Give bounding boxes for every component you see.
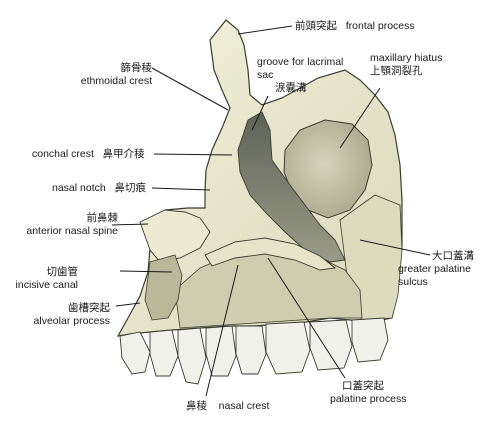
label-anterior-nasal-spine-en: anterior nasal spine [26,225,118,237]
leader-frontal-process [237,25,293,35]
leader-greater-palatine-sulcus [359,239,431,256]
label-anterior-nasal-spine: 前鼻棘 anterior nasal spine [14,212,118,238]
tooth-canine [177,327,207,385]
label-greater-palatine-sulcus-zh: 大口蓋溝 [432,250,474,262]
tooth-incisor-1 [119,331,151,375]
label-nasal-notch: nasal notch 鼻切痕 [52,182,146,195]
label-frontal-process: 前頭突起 frontal process [295,20,415,33]
label-nasal-notch-en: nasal notch [52,182,106,194]
label-incisive-canal-zh: 切歯管 [46,266,79,278]
leader-nasal-notch [151,187,211,191]
label-alveolar-process-en: alveolar process [33,315,110,327]
label-nasal-notch-zh: 鼻切痕 [114,182,146,194]
leader-ethmoidal-crest [151,67,229,111]
label-frontal-process-zh: 前頭突起 [295,20,337,32]
tooth-molar-2 [309,319,353,371]
tooth-molar-1 [265,321,311,375]
label-greater-palatine-sulcus-en2: sulcus [398,276,428,288]
leader-groove-lacrimal [251,95,269,131]
label-palatine-process-en: palatine process [330,393,407,405]
label-groove-lacrimal-en2: sac [257,69,274,81]
leader-alveolar-process [115,302,141,307]
label-groove-lacrimal: groove for lacrimal sac 涙嚢溝 [257,56,343,95]
label-groove-lacrimal-en1: groove for lacrimal [257,56,344,68]
label-incisive-canal-en: incisive canal [15,279,78,291]
leader-nasal-crest [205,264,239,397]
lacrimal-groove-cavity [237,111,346,263]
label-alveolar-process: 歯槽突起 alveolar process [14,302,110,328]
tooth-incisor-2 [149,329,179,377]
label-conchal-crest: conchal crest 鼻甲介稜 [32,148,145,161]
tooth-molar-3 [351,317,389,363]
label-maxillary-hiatus: maxillary hiatus 上顎洞裂孔 [370,52,442,78]
label-maxillary-hiatus-zh: 上顎洞裂孔 [370,65,423,77]
label-greater-palatine-sulcus-en1: greater palatine [398,263,471,275]
label-alveolar-process-zh: 歯槽突起 [68,302,110,314]
leader-anterior-nasal-spine [111,223,149,226]
leader-conchal-crest [153,153,233,156]
label-groove-lacrimal-zh: 涙嚢溝 [275,82,307,94]
label-conchal-crest-en: conchal crest [32,148,94,160]
label-palatine-process: 口蓋突起 palatine process [330,380,406,406]
label-palatine-process-zh: 口蓋突起 [342,380,384,392]
label-conchal-crest-zh: 鼻甲介稜 [102,148,145,160]
palatine-ridge [204,237,337,271]
label-maxillary-hiatus-en: maxillary hiatus [370,52,443,64]
label-frontal-process-en: frontal process [345,20,415,32]
label-nasal-crest-en: nasal crest [218,400,270,412]
label-ethmoidal-crest-en: ethmoidal crest [80,75,152,87]
label-greater-palatine-sulcus: 大口蓋溝 greater palatine sulcus [398,250,474,289]
label-ethmoidal-crest: 篩骨稜 ethmoidal crest [80,62,152,88]
label-ethmoidal-crest-zh: 篩骨稜 [120,62,153,74]
label-nasal-crest-zh: 鼻稜 [186,400,207,412]
leader-maxillary-hiatus [339,87,381,149]
label-nasal-crest: 鼻稜 nasal crest [186,400,269,413]
leader-palatine-process [267,257,346,379]
leader-incisive-canal [119,270,173,273]
label-anterior-nasal-spine-zh: 前鼻棘 [86,212,119,224]
tooth-premolar-2 [235,325,267,375]
leader-lines [111,25,431,397]
label-incisive-canal: 切歯管 incisive canal [14,266,78,292]
anterior-nasal-spine-shape [139,209,211,263]
